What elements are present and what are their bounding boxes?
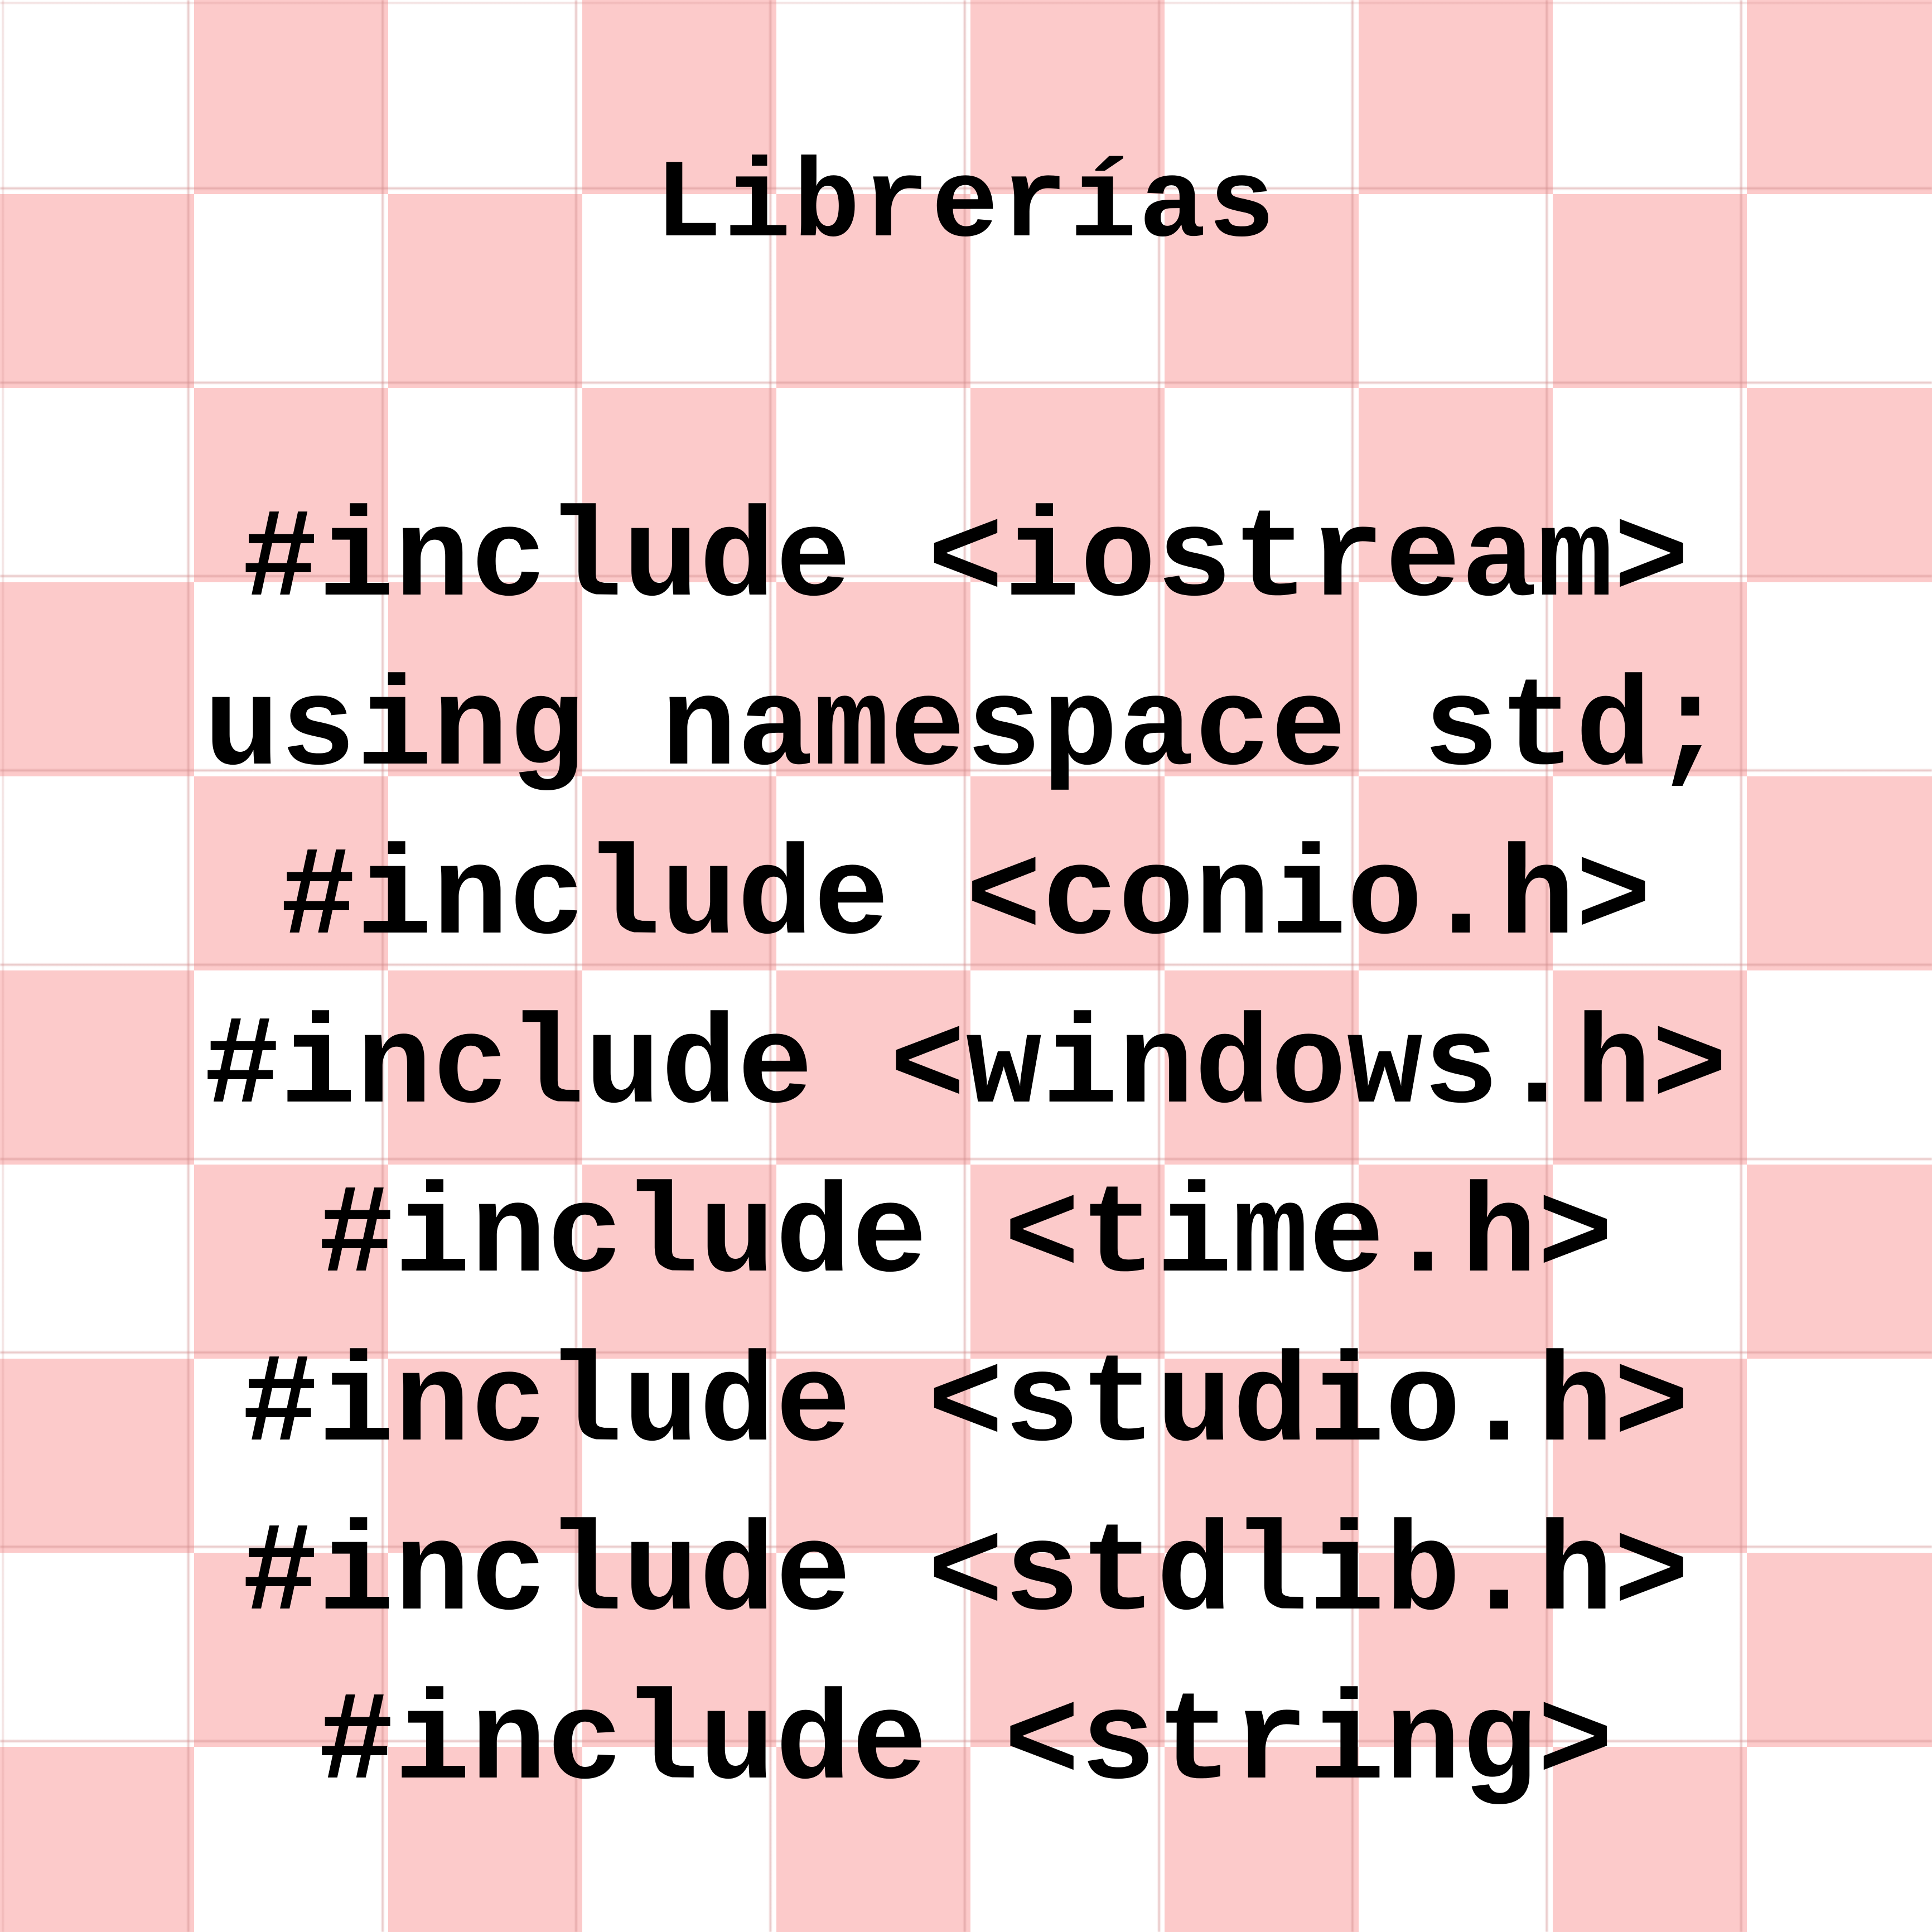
- code-line-namespace: using namespace std;: [204, 659, 1728, 801]
- code-line-stdlib: #include <stdlib.h>: [242, 1504, 1690, 1646]
- code-line-conio: #include <conio.h>: [280, 828, 1652, 970]
- code-line-studio: #include <studio.h>: [242, 1335, 1690, 1477]
- code-line-windows: #include <windows.h>: [204, 997, 1728, 1139]
- page-title: Librerías: [654, 143, 1278, 269]
- code-line-string: #include <string>: [318, 1673, 1614, 1815]
- code-line-time: #include <time.h>: [318, 1166, 1614, 1308]
- code-line-iostream: #include <iostream>: [242, 490, 1690, 632]
- code-list: #include <iostream> using namespace std;…: [0, 477, 1932, 1829]
